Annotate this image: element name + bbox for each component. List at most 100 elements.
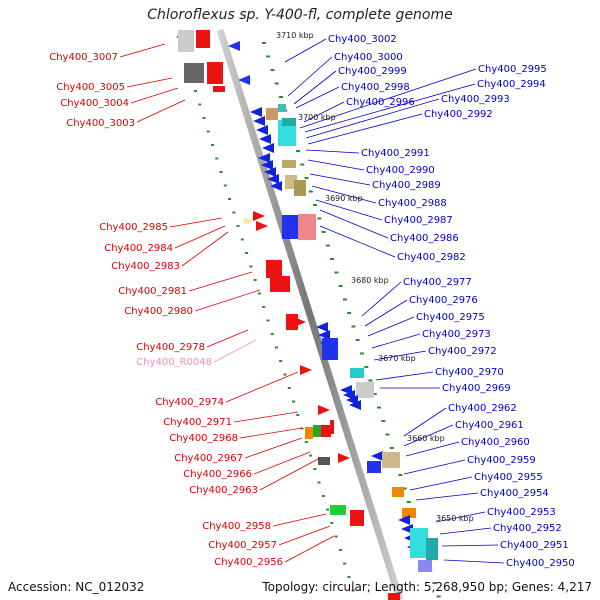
kbp-tick: 3670 kbp	[378, 354, 416, 363]
tick-dot	[292, 400, 295, 403]
gene-block	[270, 276, 290, 292]
tick-dot	[211, 144, 214, 146]
gene-label[interactable]: Chy400_2987	[384, 215, 453, 226]
gene-label[interactable]: Chy400_2982	[397, 252, 466, 263]
tick-dot	[266, 319, 270, 322]
gene-label[interactable]: Chy400_3007	[49, 52, 118, 63]
gene-label[interactable]: Chy400_2958	[202, 521, 271, 532]
gene-block	[278, 120, 296, 146]
gene-label[interactable]: Chy400_2983	[111, 261, 180, 272]
gene-label[interactable]: Chy400_2974	[155, 397, 224, 408]
gene-label[interactable]: Chy400_3002	[328, 34, 397, 45]
gene-arrow	[318, 405, 330, 415]
gene-arrow	[258, 153, 270, 163]
gene-label[interactable]: Chy400_2962	[448, 403, 517, 414]
gene-label[interactable]: Chy400_2968	[169, 433, 238, 444]
tick-dot	[347, 576, 351, 578]
gene-label[interactable]: Chy400_2969	[442, 383, 511, 394]
gene-block	[184, 63, 204, 83]
gene-label[interactable]: Chy400_2990	[366, 165, 435, 176]
label-connector	[233, 411, 299, 423]
gene-label[interactable]: Chy400_2978	[136, 342, 205, 353]
gene-label[interactable]: Chy400_2986	[390, 233, 459, 244]
gene-label[interactable]: Chy400_3003	[66, 118, 135, 129]
gene-label[interactable]: Chy400_2996	[346, 97, 415, 108]
gene-label[interactable]: Chy400_2967	[174, 453, 243, 464]
tick-dot	[223, 184, 227, 187]
label-connector	[303, 101, 345, 123]
gene-label[interactable]: Chy400_2957	[208, 540, 277, 551]
gene-label[interactable]: Chy400_2988	[378, 198, 447, 209]
gene-label[interactable]: Chy400_2973	[422, 329, 491, 340]
gene-label[interactable]: Chy400_3005	[56, 82, 125, 93]
gene-label[interactable]: Chy400_2971	[163, 417, 232, 428]
label-connector	[405, 441, 460, 457]
gene-label[interactable]: Chy400_2984	[104, 243, 173, 254]
label-connectors	[119, 38, 505, 564]
tick-dot	[278, 96, 283, 98]
topology-text: Topology: circular; Length: 5,268,950 bp…	[262, 580, 592, 594]
gene-label[interactable]: Chy400_2961	[455, 420, 524, 431]
gene-label[interactable]: Chy400_2960	[461, 437, 530, 448]
gene-label[interactable]: Chy400_2995	[478, 64, 547, 75]
gene-label[interactable]: Chy400_2991	[361, 148, 430, 159]
gene-label[interactable]: Chy400_3000	[334, 52, 403, 63]
tick-dot	[274, 82, 279, 85]
gene-label[interactable]: Chy400_2952	[493, 523, 562, 534]
gene-label[interactable]: Chy400_2992	[424, 109, 493, 120]
gene-block	[196, 30, 210, 48]
gene-label[interactable]: Chy400_2950	[506, 558, 575, 569]
gene-arrow	[238, 75, 250, 85]
gene-label[interactable]: Chy400_2959	[467, 455, 536, 466]
gene-label[interactable]: Chy400_2977	[403, 277, 472, 288]
gene-label[interactable]: Chy400_2989	[372, 180, 441, 191]
gene-block	[266, 108, 278, 120]
label-connector	[364, 299, 408, 327]
accession-text: Accession: NC_012032	[8, 580, 145, 594]
gene-label[interactable]: Chy400_2998	[341, 82, 410, 93]
gene-label[interactable]: Chy400_2956	[214, 557, 283, 568]
gene-label[interactable]: Chy400_2999	[338, 66, 407, 77]
tick-dot	[313, 204, 318, 206]
gene-block	[350, 510, 364, 526]
gene-label[interactable]: Chy400_2981	[118, 286, 187, 297]
gene-label[interactable]: Chy400_2985	[99, 222, 168, 233]
genome-backbone	[216, 28, 404, 600]
label-connector	[307, 113, 423, 145]
gene-label[interactable]: Chy400_2954	[480, 488, 549, 499]
label-connector	[169, 217, 223, 228]
tick-dot	[343, 562, 347, 565]
gene-label[interactable]: Chy400_2975	[416, 312, 485, 323]
tick-dot	[249, 265, 253, 268]
tick-dot	[317, 481, 321, 484]
label-connector	[293, 70, 337, 105]
tick-dot	[342, 298, 347, 301]
gene-label[interactable]: Chy400_2993	[441, 94, 510, 105]
gene-label[interactable]: Chy400_3004	[60, 98, 129, 109]
tick-dot	[368, 379, 373, 382]
gene-label[interactable]: Chy400_2953	[487, 507, 556, 518]
gene-label[interactable]: Chy400_2955	[474, 472, 543, 483]
kbp-tick: 3660 kbp	[407, 434, 445, 443]
map-title: Chloroflexus sp. Y-400-fl, complete geno…	[147, 7, 453, 23]
gene-block	[213, 86, 225, 92]
label-connector	[403, 407, 447, 437]
label-connector	[373, 350, 427, 361]
tick-dot	[266, 55, 271, 58]
tick-dot	[347, 312, 352, 314]
gene-label[interactable]: Chy400_2970	[435, 367, 504, 378]
gene-arrow	[228, 41, 240, 51]
gene-label[interactable]: Chy400_2951	[500, 540, 569, 551]
rna-label[interactable]: Chy400_R0048	[136, 357, 212, 368]
gene-label[interactable]: Chy400_2976	[409, 295, 478, 306]
tick-dot	[317, 217, 322, 220]
tick-dot	[198, 103, 202, 106]
gene-label[interactable]: Chy400_2972	[428, 346, 497, 357]
gene-label[interactable]: Chy400_2966	[183, 469, 252, 480]
gene-arrow	[318, 330, 330, 340]
kbp-tick: 3700 kbp	[298, 113, 336, 122]
gene-label[interactable]: Chy400_2963	[189, 485, 258, 496]
gene-label[interactable]: Chy400_2994	[477, 79, 546, 90]
gene-label[interactable]: Chy400_2980	[124, 306, 193, 317]
